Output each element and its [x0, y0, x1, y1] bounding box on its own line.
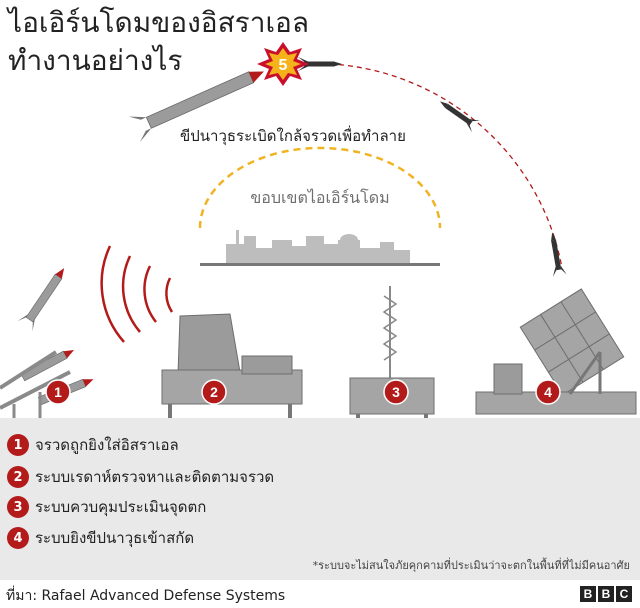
interceptor-missile-2	[439, 101, 481, 133]
city-skyline	[226, 230, 410, 264]
ground	[0, 418, 640, 430]
explosion-star: 5	[257, 42, 309, 86]
legend-label-2: ระบบเรดาห์ตรวจหาและติดตามจรวด	[35, 468, 275, 486]
svg-text:2: 2	[210, 384, 218, 400]
iron-dome-illustration: 5	[0, 42, 640, 430]
bbc-letter-3: C	[616, 586, 632, 602]
legend-badge-2: 2	[7, 466, 29, 488]
legend-panel: 1 จรวดถูกยิงใส่อิสราเอล 2 ระบบเรดาห์ตรวจ…	[0, 428, 640, 580]
radar-waves	[100, 245, 174, 343]
svg-text:3: 3	[392, 384, 400, 400]
title-line-2: ทำงานอย่างไร	[8, 44, 183, 77]
legend-item-1: 1 จรวดถูกยิงใส่อิสราเอล	[7, 432, 179, 458]
legend-badge-1: 1	[7, 434, 29, 456]
dome-arc	[198, 146, 442, 229]
city-ground-line	[200, 263, 440, 266]
legend-item-4: 4 ระบบยิงขีปนาวุธเข้าสกัด	[7, 525, 194, 551]
trajectory-line	[329, 63, 563, 269]
page-title: ไอเอิร์นโดมของอิสราเอล ทำงานอย่างไร	[8, 4, 309, 80]
legend-label-4: ระบบยิงขีปนาวุธเข้าสกัด	[35, 529, 195, 547]
svg-text:4: 4	[544, 384, 552, 400]
marker-2: 2	[201, 379, 227, 405]
legend-item-2: 2 ระบบเรดาห์ตรวจหาและติดตามจรวด	[7, 464, 274, 490]
marker-4: 4	[535, 379, 561, 405]
bbc-letter-2: B	[598, 586, 614, 602]
marker-1: 1	[45, 379, 71, 405]
legend-badge-3: 3	[7, 496, 29, 518]
marker-3: 3	[383, 379, 409, 405]
interceptor-missile-1	[298, 57, 342, 71]
legend-badge-4: 4	[7, 527, 29, 549]
interceptor-launcher	[475, 288, 637, 415]
title-line-1: ไอเอิร์นโดมของอิสราเอล	[8, 6, 309, 39]
legend-label-1: จรวดถูกยิงใส่อิสราเอล	[35, 436, 179, 454]
interceptor-missile-3	[551, 232, 567, 277]
bbc-letter-1: B	[580, 586, 596, 602]
source-text: ที่มา: Rafael Advanced Defense Systems	[6, 588, 286, 604]
radar-unit	[161, 313, 303, 418]
footnote: *ระบบจะไม่สนใจภัยคุกคามที่ประเมินว่าจะตก…	[312, 559, 630, 572]
explosion-number: 5	[279, 57, 288, 74]
legend-label-3: ระบบควบคุมประเมินจุดตก	[35, 498, 207, 516]
legend-item-3: 3 ระบบควบคุมประเมินจุดตก	[7, 494, 206, 520]
svg-text:1: 1	[54, 384, 62, 400]
intercept-caption: ขีปนาวุธระเบิดใกล้จรวดเพื่อทำลาย	[180, 127, 406, 145]
bbc-logo: B B C	[580, 586, 632, 602]
footer: ที่มา: Rafael Advanced Defense Systems B…	[0, 580, 640, 608]
dome-label: ขอบเขตไอเอิร์นโดม	[250, 188, 390, 207]
